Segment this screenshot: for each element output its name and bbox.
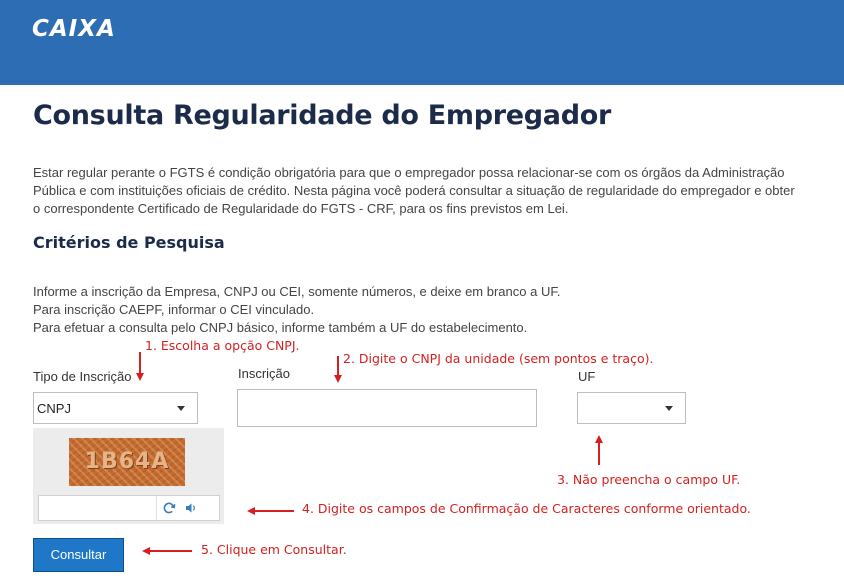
captcha-text: 1B64A (84, 449, 170, 474)
instructions: Informe a inscrição da Empresa, CNPJ ou … (33, 283, 560, 337)
caixa-logo[interactable]: CAIXA (32, 16, 116, 42)
uf-label: UF (578, 369, 596, 384)
inscricao-label: Inscrição (238, 366, 291, 381)
consultar-button[interactable]: Consultar (33, 538, 124, 572)
tipo-inscricao-label: Tipo de Inscrição (33, 369, 132, 384)
instruction-line: Para inscrição CAEPF, informar o CEI vin… (33, 302, 315, 317)
refresh-icon[interactable] (162, 501, 176, 515)
captcha-input-group (38, 495, 220, 521)
captcha-input[interactable] (39, 496, 157, 520)
top-header: CAIXA (0, 0, 844, 85)
annotation-step-5: 5. Clique em Consultar. (201, 542, 347, 557)
instruction-line: Informe a inscrição da Empresa, CNPJ ou … (33, 284, 561, 299)
inscricao-input[interactable] (237, 389, 537, 427)
chevron-down-icon (665, 406, 673, 411)
criteria-title: Critérios de Pesquisa (33, 233, 225, 252)
annotation-step-3: 3. Não preencha o campo UF. (557, 472, 741, 487)
annotation-step-2: 2. Digite o CNPJ da unidade (sem pontos … (343, 351, 654, 366)
captcha-panel: 1B64A (33, 428, 224, 524)
annotation-step-4: 4. Digite os campos de Confirmação de Ca… (302, 501, 751, 516)
uf-select[interactable] (577, 392, 686, 424)
instruction-line: Para efetuar a consulta pelo CNPJ básico… (33, 320, 528, 335)
page-title: Consulta Regularidade do Empregador (33, 100, 611, 131)
speaker-icon[interactable] (184, 501, 198, 515)
captcha-image: 1B64A (69, 438, 185, 486)
chevron-down-icon (177, 406, 185, 411)
annotation-step-1: 1. Escolha a opção CNPJ. (145, 338, 300, 353)
tipo-inscricao-value: CNPJ (37, 401, 71, 416)
tipo-inscricao-select[interactable]: CNPJ (33, 392, 198, 424)
intro-paragraph: Estar regular perante o FGTS é condição … (33, 165, 795, 216)
